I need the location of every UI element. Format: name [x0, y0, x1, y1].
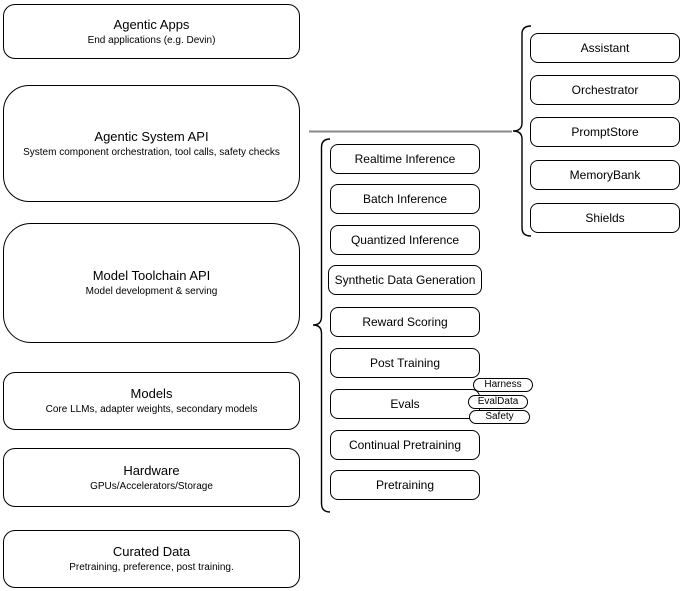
node-assistant: Assistant — [530, 33, 680, 63]
node-label: Pretraining — [375, 478, 435, 492]
layer-box-models: Models Core LLMs, adapter weights, secon… — [3, 372, 300, 430]
node-batch-inference: Batch Inference — [330, 184, 480, 214]
node-synthetic-data-generation: Synthetic Data Generation — [328, 265, 482, 295]
node-label: PromptStore — [571, 125, 639, 139]
layer-box-agentic-system-api: Agentic System API System component orch… — [3, 85, 300, 202]
layer-title: Curated Data — [112, 544, 191, 559]
node-post-training: Post Training — [330, 348, 480, 378]
node-promptstore: PromptStore — [530, 117, 680, 147]
node-label: Synthetic Data Generation — [334, 273, 476, 287]
layer-box-model-toolchain-api: Model Toolchain API Model development & … — [3, 223, 300, 343]
node-label: Reward Scoring — [362, 315, 448, 329]
layer-title: Agentic System API — [94, 128, 209, 144]
node-evals: Evals — [330, 389, 480, 419]
node-quantized-inference: Quantized Inference — [330, 225, 480, 255]
node-label: Shields — [585, 211, 625, 225]
oval-label: Safety — [485, 411, 514, 422]
node-continual-pretraining: Continual Pretraining — [330, 430, 480, 460]
layer-subtitle: GPUs/Accelerators/Storage — [90, 480, 213, 492]
node-label: Post Training — [369, 356, 441, 370]
layer-title: Hardware — [123, 462, 180, 478]
node-memorybank: MemoryBank — [530, 160, 680, 190]
node-label: Assistant — [580, 41, 630, 55]
node-label: Continual Pretraining — [348, 438, 462, 452]
layer-title: Models — [130, 386, 173, 401]
node-label: MemoryBank — [569, 168, 641, 182]
oval-label: Harness — [484, 379, 522, 390]
node-pretraining: Pretraining — [330, 470, 480, 500]
node-label: Quantized Inference — [350, 233, 460, 247]
oval-evaldata: EvalData — [468, 395, 528, 409]
layer-subtitle: End applications (e.g. Devin) — [87, 34, 216, 46]
node-shields: Shields — [530, 203, 680, 233]
oval-safety: Safety — [469, 410, 530, 424]
node-realtime-inference: Realtime Inference — [330, 144, 480, 174]
node-reward-scoring: Reward Scoring — [330, 307, 480, 337]
node-label: Batch Inference — [362, 192, 448, 206]
node-label: Orchestrator — [571, 83, 639, 97]
layer-subtitle: Pretraining, preference, post training. — [69, 562, 234, 573]
layer-title: Agentic Apps — [113, 16, 190, 32]
oval-harness: Harness — [473, 378, 533, 392]
layer-box-curated-data: Curated Data Pretraining, preference, po… — [3, 530, 300, 588]
layer-box-hardware: Hardware GPUs/Accelerators/Storage — [3, 448, 300, 507]
layer-subtitle: System component orchestration, tool cal… — [23, 146, 280, 158]
node-orchestrator: Orchestrator — [530, 75, 680, 105]
layer-title: Model Toolchain API — [92, 268, 211, 283]
layer-box-agentic-apps: Agentic Apps End applications (e.g. Devi… — [3, 4, 300, 59]
oval-label: EvalData — [477, 396, 519, 407]
node-label: Evals — [390, 397, 420, 411]
layer-subtitle: Core LLMs, adapter weights, secondary mo… — [45, 404, 258, 415]
system-brace — [512, 25, 532, 237]
layer-subtitle: Model development & serving — [85, 286, 218, 297]
toolchain-brace — [312, 138, 331, 513]
node-label: Realtime Inference — [354, 152, 456, 166]
